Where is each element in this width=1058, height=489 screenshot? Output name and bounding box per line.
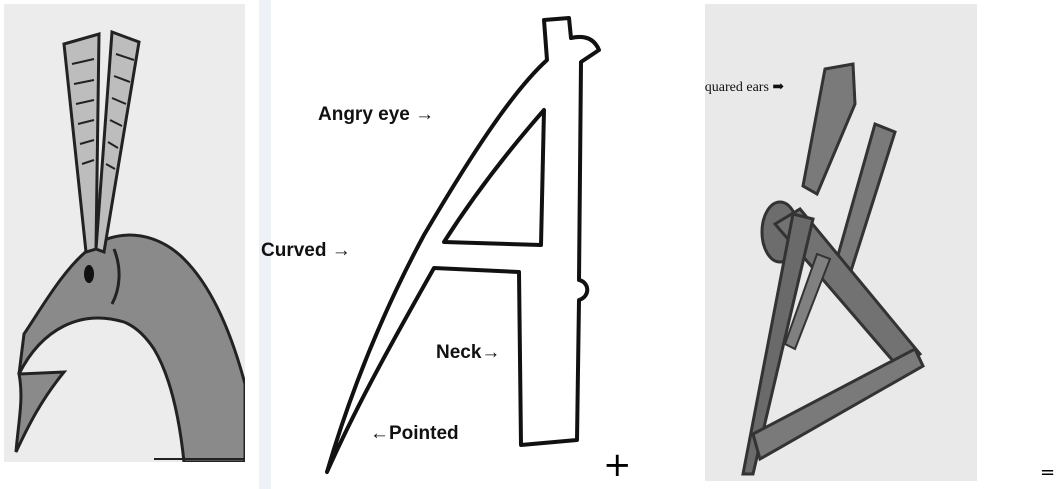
curved-label: Curved → bbox=[261, 240, 351, 262]
squared-ears-drawing bbox=[705, 4, 977, 481]
pointed-label: ←Pointed bbox=[370, 423, 459, 445]
ibis-hieroglyph-panel bbox=[4, 4, 245, 462]
equals-operator: = bbox=[1040, 464, 1055, 482]
letter-a-panel: Angry eye → Curved → Neck→ ←Pointed bbox=[259, 0, 651, 489]
ibis-hieroglyph-drawing bbox=[4, 4, 245, 462]
angry-eye-label: Angry eye → bbox=[318, 104, 434, 126]
bird-eye bbox=[84, 265, 94, 283]
squared-ears-label: Squared ears ➡ bbox=[705, 79, 784, 96]
letter-a-outline bbox=[327, 18, 599, 472]
plus-operator: + bbox=[603, 448, 632, 482]
squared-ears-panel: Squared ears ➡ bbox=[705, 4, 977, 481]
neck-label: Neck→ bbox=[436, 342, 500, 364]
